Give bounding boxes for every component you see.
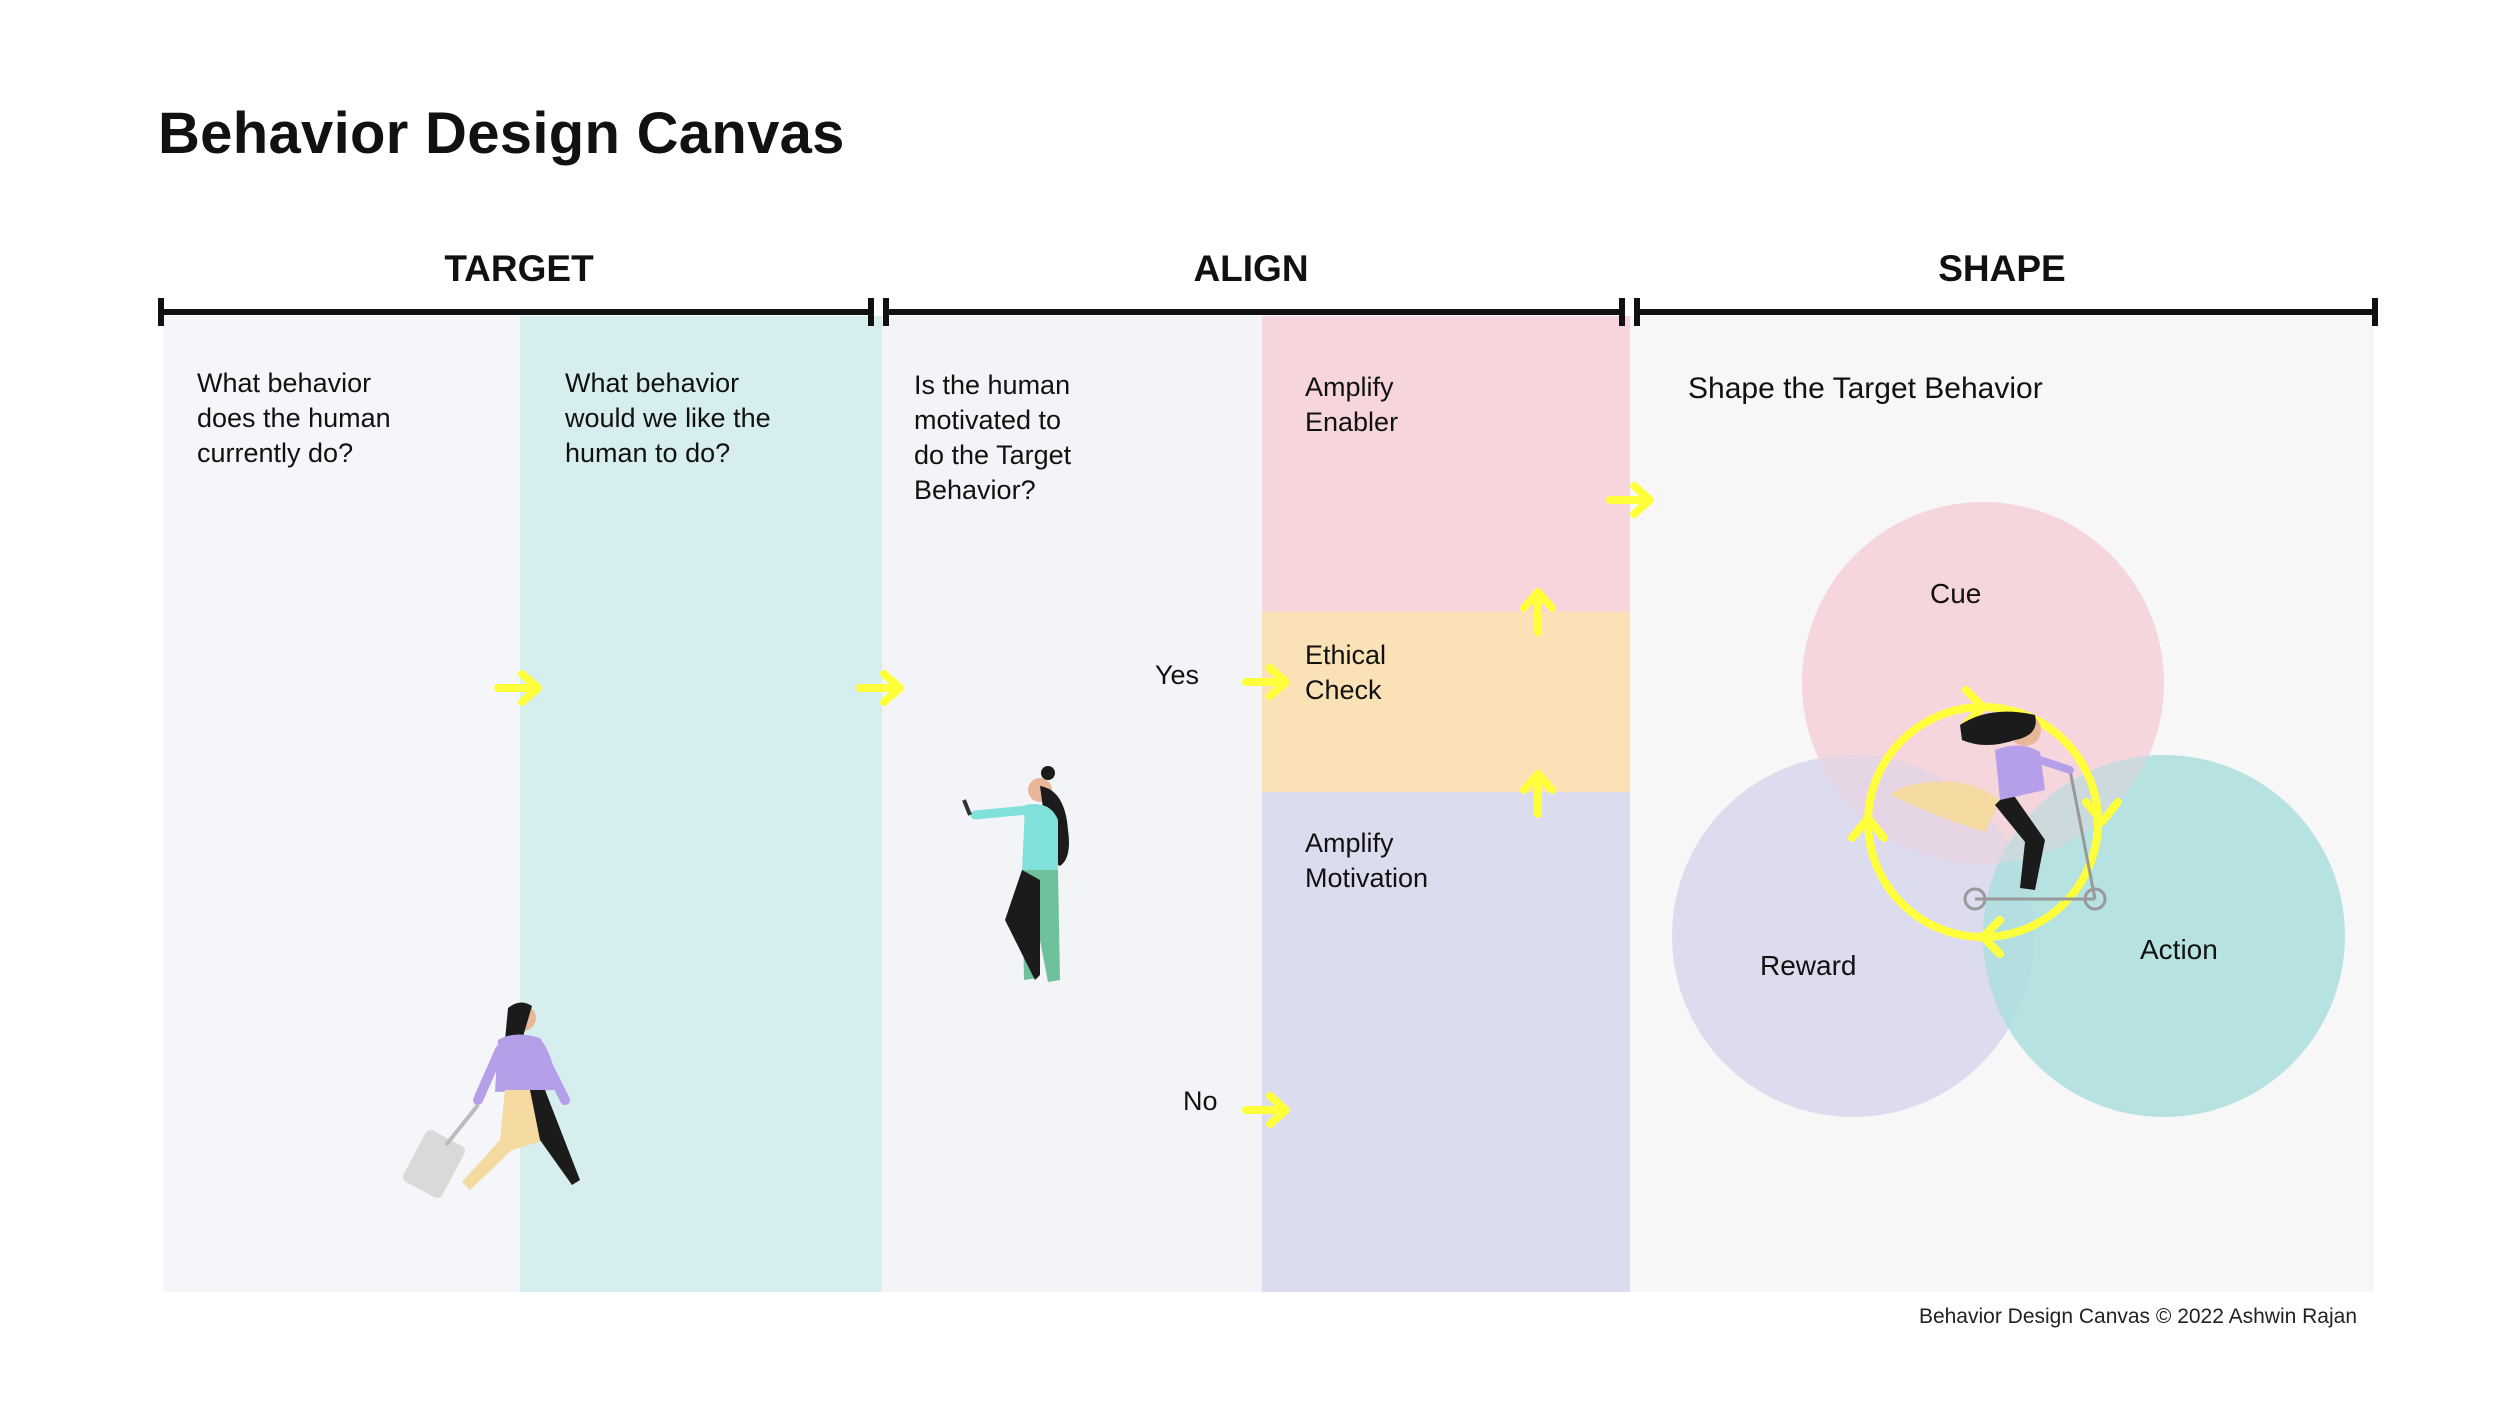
align-question-panel bbox=[882, 316, 1262, 1292]
shape-bracket bbox=[1634, 298, 2378, 326]
amplify-motivation-label: Amplify Motivation bbox=[1305, 828, 1429, 893]
section-shape-label: SHAPE bbox=[1938, 248, 2066, 289]
target-bracket bbox=[158, 298, 874, 326]
arrow-align-to-shape bbox=[1610, 486, 1650, 514]
arrow-yes-to-ethical bbox=[1246, 668, 1286, 696]
no-label: No bbox=[1183, 1086, 1218, 1116]
action-circle bbox=[1983, 755, 2345, 1117]
amplify-motivation-panel bbox=[1262, 792, 1630, 1292]
action-label: Action bbox=[2140, 934, 2218, 965]
motivation-question: Is the human motivated to do the Target … bbox=[914, 370, 1072, 505]
copyright-credit: Behavior Design Canvas © 2022 Ashwin Raj… bbox=[1918, 1305, 2357, 1328]
shape-heading: Shape the Target Behavior bbox=[1688, 372, 2043, 405]
yes-label: Yes bbox=[1155, 660, 1200, 690]
loop-arrowhead-left bbox=[1848, 814, 1888, 842]
arrow-desired-to-align bbox=[860, 674, 900, 702]
arrow-no-to-motivation bbox=[1246, 1096, 1286, 1124]
current-behavior-question: What behavior does the human currently d… bbox=[197, 368, 391, 468]
cue-label: Cue bbox=[1930, 578, 1982, 609]
phone-woman-illustration bbox=[962, 766, 1069, 982]
desired-behavior-question: What behavior would we like the human to… bbox=[565, 368, 771, 468]
loop-arrowhead-right bbox=[2082, 798, 2122, 826]
section-target-label: TARGET bbox=[444, 248, 594, 289]
amplify-enabler-label: Amplify Enabler bbox=[1305, 372, 1399, 437]
arrow-motivation-to-ethical bbox=[1524, 774, 1552, 814]
scooter-rider-illustration bbox=[1890, 711, 2107, 911]
reward-label: Reward bbox=[1760, 950, 1857, 981]
arrow-ethical-to-enabler bbox=[1524, 592, 1552, 632]
arrow-current-to-desired bbox=[498, 674, 538, 702]
ethical-check-label: Ethical Check bbox=[1305, 640, 1387, 705]
loop-arrowhead-top bbox=[1962, 686, 1987, 728]
reward-circle bbox=[1672, 755, 2034, 1117]
target-desired-panel bbox=[520, 316, 882, 1292]
align-bracket bbox=[883, 298, 1625, 326]
amplify-enabler-panel bbox=[1262, 316, 1630, 612]
loop-arrowhead-bottom bbox=[1979, 916, 2004, 958]
page-title: Behavior Design Canvas bbox=[158, 101, 845, 166]
traveller-illustration bbox=[403, 1002, 580, 1198]
section-align-label: ALIGN bbox=[1193, 248, 1309, 289]
ethical-check-panel bbox=[1262, 612, 1630, 792]
